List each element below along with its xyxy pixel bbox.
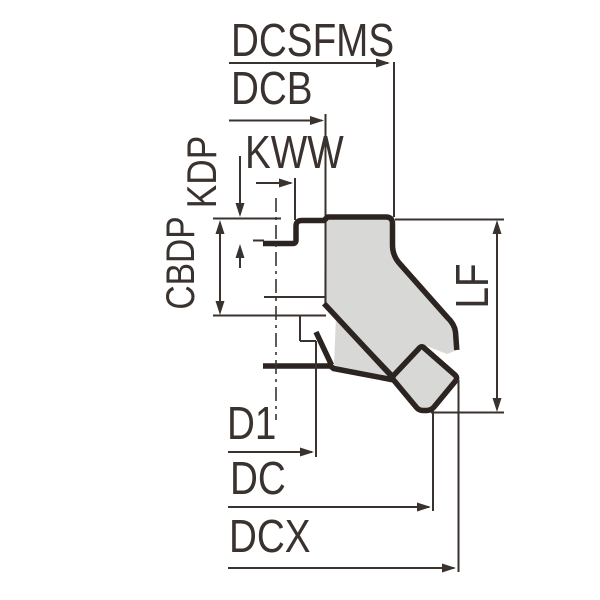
cbdp-arrowhead-down xyxy=(215,301,225,315)
label-kww: KWW xyxy=(245,126,344,178)
label-kdp: KDP xyxy=(178,135,225,209)
label-d1: D1 xyxy=(227,397,277,449)
label-dcsfms: DCSFMS xyxy=(231,14,395,66)
chip-gap-upper-edge xyxy=(321,301,399,384)
kdp-arrowhead-up xyxy=(235,244,245,258)
jaw-chamfer-edge xyxy=(313,330,334,367)
cutter-body-fill xyxy=(324,217,457,382)
dcb-arrowhead xyxy=(310,116,324,125)
body-outline xyxy=(263,214,460,351)
dcsfms-arrowhead xyxy=(376,58,390,68)
label-cbdp: CBDP xyxy=(159,216,203,310)
insert xyxy=(390,344,460,414)
label-lf: LF xyxy=(446,263,498,309)
lf-arrowhead-up xyxy=(492,220,502,234)
cbdp-arrowhead-up xyxy=(215,220,225,234)
label-dcb: DCB xyxy=(231,62,313,114)
kww-arrowhead xyxy=(279,178,293,188)
label-dc: DC xyxy=(230,452,286,504)
dc-arrowhead xyxy=(417,502,431,512)
flange-bottom-edge xyxy=(263,363,398,384)
dcx-arrowhead xyxy=(442,563,456,573)
kdp-arrowhead-down xyxy=(235,203,245,217)
lf-arrowhead-down xyxy=(492,398,502,412)
d1-arrowhead xyxy=(300,447,314,457)
label-dcx: DCX xyxy=(229,510,311,562)
